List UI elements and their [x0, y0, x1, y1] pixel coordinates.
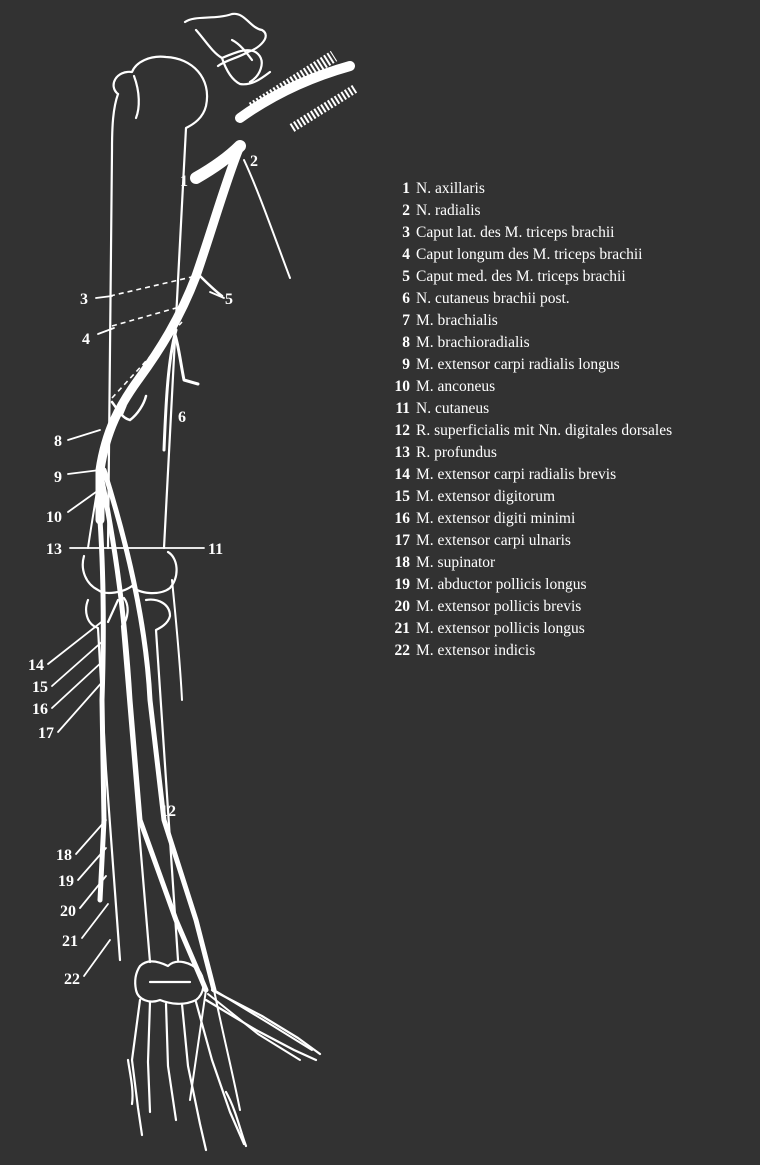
legend-number: 2	[402, 202, 410, 219]
callout-5: 5	[225, 291, 233, 308]
legend-number: 11	[395, 400, 410, 417]
legend-text: M. supinator	[416, 554, 496, 571]
legend-text: M. extensor carpi radialis brevis	[416, 466, 617, 483]
callout-12: 12	[160, 803, 176, 820]
legend-text: M. extensor pollicis brevis	[416, 598, 582, 615]
legend-item: 3 Caput lat. des M. triceps brachii	[388, 222, 672, 244]
legend-item: 20 M. extensor pollicis brevis	[388, 596, 672, 618]
callout-11: 11	[208, 541, 223, 558]
callout-20: 20	[60, 903, 76, 920]
legend-number: 15	[394, 488, 411, 505]
callout-6: 6	[178, 409, 186, 426]
legend-text: M. extensor carpi ulnaris	[416, 532, 571, 549]
legend-text: Caput longum des M. triceps brachii	[416, 246, 643, 263]
callout-7: 7	[119, 403, 127, 420]
legend-text: N. cutaneus	[416, 400, 490, 417]
legend-text: Caput lat. des M. triceps brachii	[416, 224, 615, 241]
legend-number: 22	[394, 642, 411, 659]
legend-text: R. superficialis mit Nn. digitales dorsa…	[416, 422, 673, 439]
legend-item: 8 M. brachioradialis	[388, 332, 672, 354]
callout-4: 4	[82, 331, 90, 348]
legend-text: M. extensor pollicis longus	[416, 620, 585, 637]
legend-number: 8	[402, 334, 410, 351]
legend-item: 6 N. cutaneus brachii post.	[388, 288, 672, 310]
scapula-bone	[183, 12, 272, 86]
legend-item: 9 M. extensor carpi radialis longus	[388, 354, 672, 376]
legend-item: 2 N. radialis	[388, 200, 672, 222]
legend-number: 6	[402, 290, 410, 307]
legend-text: M. brachialis	[416, 312, 498, 329]
legend-text: N. cutaneus brachii post.	[416, 290, 570, 307]
callout-19: 19	[58, 873, 74, 890]
callout-17: 17	[38, 725, 54, 742]
legend-text: Caput med. des M. triceps brachii	[416, 268, 626, 285]
legend-number: 4	[402, 246, 410, 263]
legend-number: 12	[394, 422, 411, 439]
legend-item: 18 M. supinator	[388, 552, 672, 574]
legend-text: M. extensor indicis	[416, 642, 536, 659]
legend-item: 11 N. cutaneus	[388, 398, 672, 420]
callout-15: 15	[32, 679, 48, 696]
legend-number: 19	[394, 576, 411, 593]
legend-text: M. extensor digitorum	[416, 488, 556, 505]
vessel-bundle	[235, 50, 359, 132]
legend-text: M. extensor carpi radialis longus	[416, 356, 620, 373]
legend-item: 10 M. anconeus	[388, 376, 672, 398]
legend-item: 7 M. brachialis	[388, 310, 672, 332]
legend-item: 21 M. extensor pollicis longus	[388, 618, 672, 640]
legend-number: 16	[394, 510, 411, 527]
legend-text: R. profundus	[416, 444, 497, 461]
legend-number: 14	[394, 466, 411, 483]
legend-number: 7	[402, 312, 410, 329]
legend-text: M. abductor pollicis longus	[416, 576, 587, 593]
legend-text: M. brachioradialis	[416, 334, 530, 351]
callout-10: 10	[46, 509, 62, 526]
legend: 1 N. axillaris 2 N. radialis 3 Caput lat. des…	[388, 178, 673, 662]
callout-16: 16	[32, 701, 48, 718]
legend-text: N. axillaris	[416, 180, 485, 197]
legend-item: 19 M. abductor pollicis longus	[388, 574, 672, 596]
legend-text: M. extensor digiti minimi	[416, 510, 576, 527]
callout-3: 3	[80, 291, 88, 308]
legend-item: 17 M. extensor carpi ulnaris	[388, 530, 672, 552]
callout-22: 22	[64, 971, 80, 988]
callout-8: 8	[54, 433, 62, 450]
legend-text: M. anconeus	[416, 378, 496, 395]
legend-number: 17	[394, 532, 411, 549]
callout-9: 9	[54, 469, 62, 486]
legend-item: 15 M. extensor digitorum	[388, 486, 672, 508]
callout-2: 2	[250, 153, 258, 170]
callout-21: 21	[62, 933, 78, 950]
callout-13: 13	[46, 541, 62, 558]
callout-14: 14	[28, 657, 44, 674]
legend-number: 18	[394, 554, 411, 571]
leader-lines	[47, 291, 225, 977]
legend-number: 10	[394, 378, 411, 395]
legend-number: 20	[394, 598, 411, 615]
legend-text: N. radialis	[416, 202, 481, 219]
dashed-branches	[109, 275, 197, 399]
humerus-bone	[81, 55, 209, 595]
callout-numbers: 1 2 3 4 5 6 7 8 9 10 11 12 13 14 15 16 1…	[28, 153, 258, 988]
legend-item: 4 Caput longum des M. triceps brachii	[388, 244, 672, 266]
legend-item: 16 M. extensor digiti minimi	[388, 508, 672, 530]
callout-18: 18	[56, 847, 72, 864]
legend-number: 1	[402, 180, 410, 197]
radial-nerve	[87, 140, 313, 1111]
legend-item: 12 R. superficialis mit Nn. digitales dor…	[388, 420, 673, 442]
legend-item: 5 Caput med. des M. triceps brachii	[388, 266, 672, 288]
legend-item: 14 M. extensor carpi radialis brevis	[388, 464, 672, 486]
legend-item: 13 R. profundus	[388, 442, 672, 464]
forearm-bones	[85, 596, 180, 964]
legend-number: 13	[394, 444, 411, 461]
callout-1: 1	[180, 173, 188, 190]
legend-number: 3	[402, 224, 410, 241]
legend-item: 1 N. axillaris	[388, 178, 672, 200]
legend-number: 5	[402, 268, 410, 285]
legend-number: 9	[402, 356, 410, 373]
legend-number: 21	[394, 620, 411, 637]
legend-item: 22 M. extensor indicis	[388, 640, 672, 662]
